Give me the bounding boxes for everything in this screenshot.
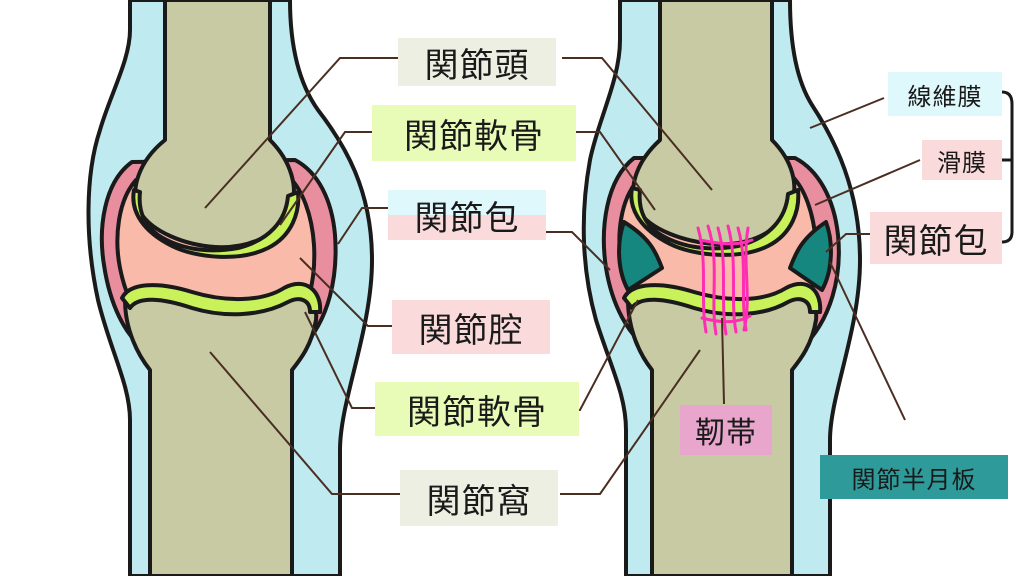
ligament-strands <box>696 224 754 336</box>
label-fibrous-membrane: 線維膜 <box>888 72 1002 116</box>
left-lower-cartilage <box>120 281 323 317</box>
label-articular-cartilage-upper: 関節軟骨 <box>372 105 576 161</box>
label-articular-cartilage-lower: 関節軟骨 <box>375 382 579 436</box>
right-meniscus-right <box>788 220 833 292</box>
capsule-bracket <box>1001 90 1014 244</box>
right-joint <box>581 0 862 576</box>
right-meniscus-left <box>617 220 664 292</box>
label-joint-head: 関節頭 <box>398 38 556 86</box>
label-joint-socket: 関節窩 <box>400 470 558 526</box>
leader-lines <box>204 57 921 495</box>
left-lower-bone <box>123 291 319 576</box>
label-joint-capsule-left: 関節包 <box>388 190 546 240</box>
label-joint-capsule-right: 関節包 <box>870 212 1002 264</box>
left-upper-bone <box>133 0 296 250</box>
label-joint-cavity: 関節腔 <box>392 300 550 354</box>
label-ligament: 靭帯 <box>680 405 772 455</box>
left-upper-cartilage <box>131 188 301 259</box>
left-joint <box>86 0 374 576</box>
label-synovial-membrane: 滑膜 <box>922 140 1002 180</box>
label-meniscus: 関節半月板 <box>820 455 1008 499</box>
right-upper-cartilage <box>629 186 801 257</box>
right-lower-cartilage <box>622 281 823 317</box>
